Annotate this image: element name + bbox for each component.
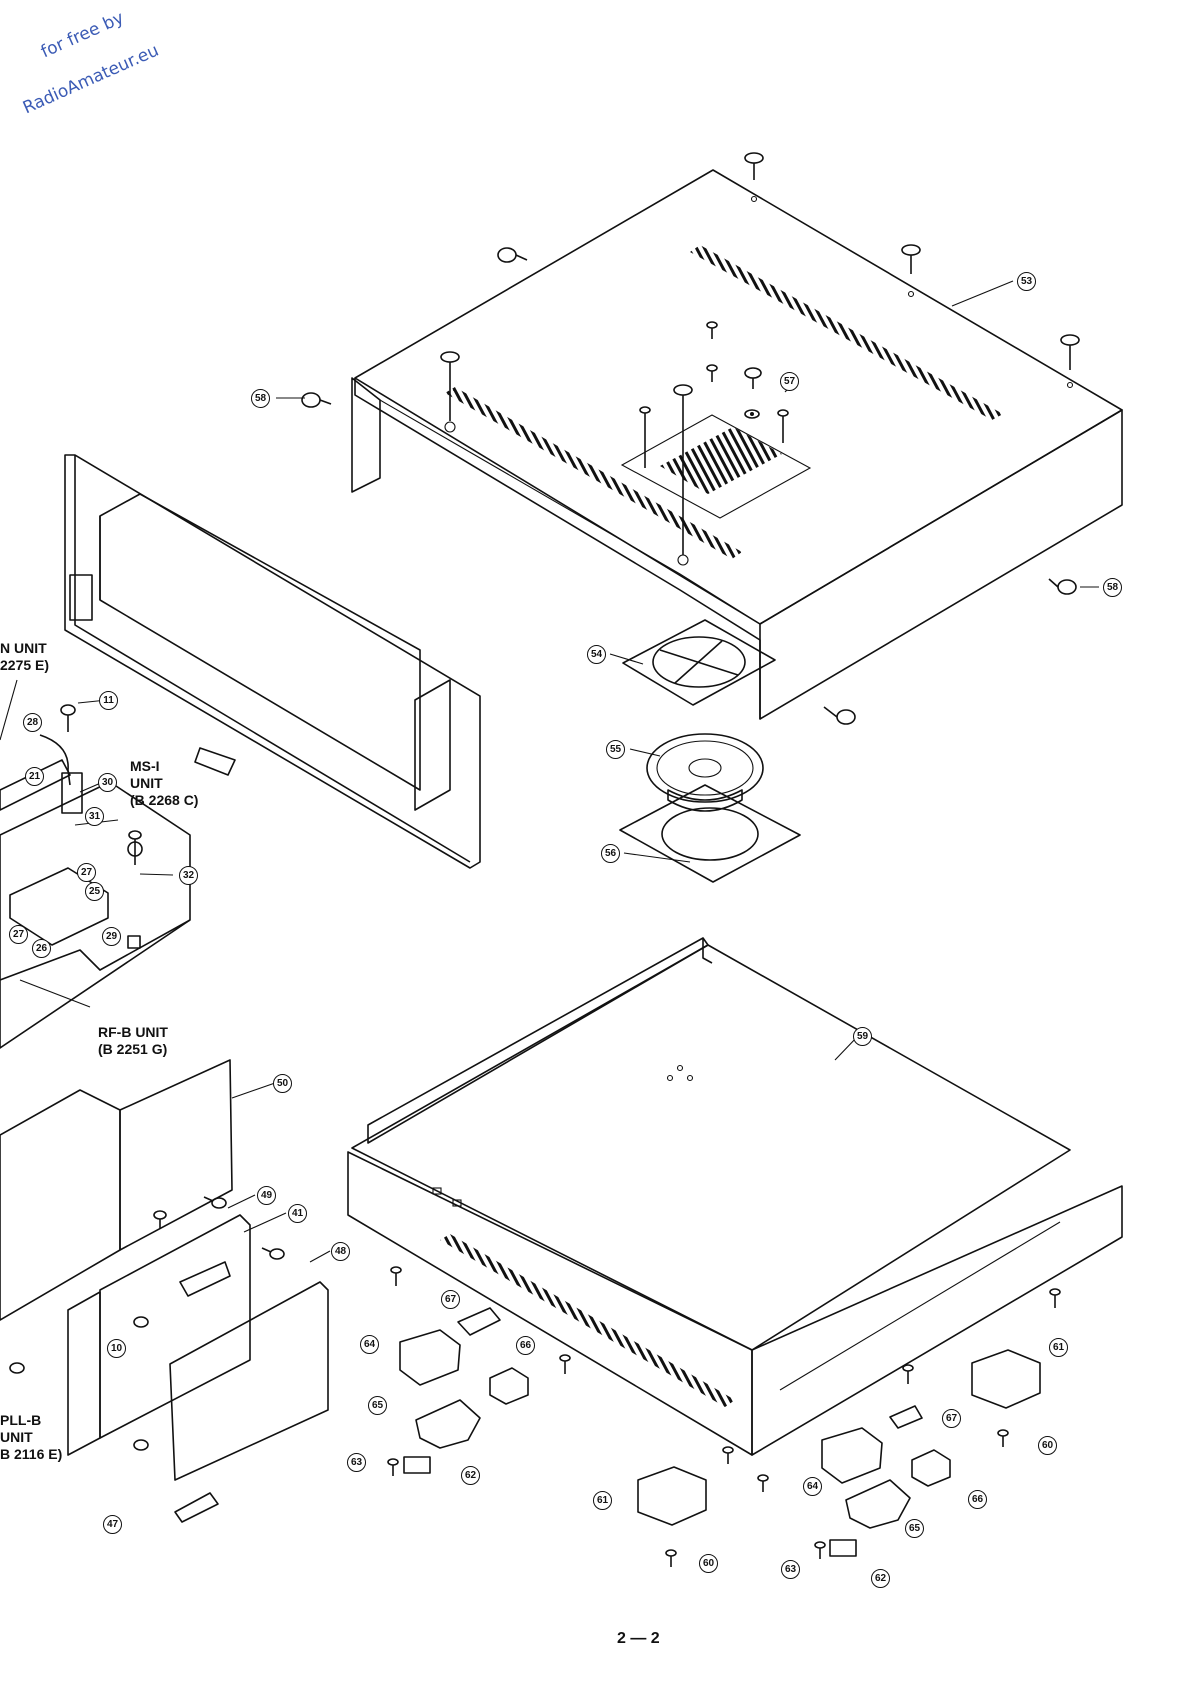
callout-59: 59 bbox=[853, 1027, 872, 1046]
pll-b-line-2: UNIT bbox=[0, 1429, 62, 1446]
callout-25: 25 bbox=[85, 882, 104, 901]
callout-26: 26 bbox=[32, 939, 51, 958]
callout-56: 56 bbox=[601, 844, 620, 863]
callout-62: 62 bbox=[871, 1569, 890, 1588]
ms-i-unit-label: MS-I UNIT (B 2268 C) bbox=[130, 758, 198, 809]
callout-10: 10 bbox=[107, 1339, 126, 1358]
callout-54: 54 bbox=[587, 645, 606, 664]
callout-62: 62 bbox=[461, 1466, 480, 1485]
callout-48: 48 bbox=[331, 1242, 350, 1261]
rf-b-line-1: RF-B UNIT bbox=[98, 1024, 168, 1041]
callout-27: 27 bbox=[77, 863, 96, 882]
callout-60: 60 bbox=[699, 1554, 718, 1573]
callout-61: 61 bbox=[1049, 1338, 1068, 1357]
cover-screws bbox=[302, 153, 1079, 724]
callout-11: 11 bbox=[99, 691, 118, 710]
callout-64: 64 bbox=[360, 1335, 379, 1354]
top-cover bbox=[352, 170, 1122, 719]
callout-66: 66 bbox=[968, 1490, 987, 1509]
callout-63: 63 bbox=[347, 1453, 366, 1472]
callout-21: 21 bbox=[25, 767, 44, 786]
speaker-assembly bbox=[620, 620, 800, 882]
callout-66: 66 bbox=[516, 1336, 535, 1355]
callout-32: 32 bbox=[179, 866, 198, 885]
ms-i-line-1: MS-I bbox=[130, 758, 198, 775]
callout-55: 55 bbox=[606, 740, 625, 759]
pll-b-line-3: B 2116 E) bbox=[0, 1446, 62, 1463]
callout-65: 65 bbox=[368, 1396, 387, 1415]
callout-58: 58 bbox=[251, 389, 270, 408]
callout-27: 27 bbox=[9, 925, 28, 944]
callout-30: 30 bbox=[98, 773, 117, 792]
callout-28: 28 bbox=[23, 713, 42, 732]
callout-50: 50 bbox=[273, 1074, 292, 1093]
callout-64: 64 bbox=[803, 1477, 822, 1496]
ms-i-line-2: UNIT bbox=[130, 775, 198, 792]
callout-58: 58 bbox=[1103, 578, 1122, 597]
rf-b-unit-label: RF-B UNIT (B 2251 G) bbox=[98, 1024, 168, 1058]
callout-47: 47 bbox=[103, 1515, 122, 1534]
rf-b-line-2: (B 2251 G) bbox=[98, 1041, 168, 1058]
callout-65: 65 bbox=[905, 1519, 924, 1538]
ms-i-line-3: (B 2268 C) bbox=[130, 792, 198, 809]
callout-67: 67 bbox=[441, 1290, 460, 1309]
callout-41: 41 bbox=[288, 1204, 307, 1223]
main-unit-label: N UNIT 2275 E) bbox=[0, 640, 49, 674]
callout-49: 49 bbox=[257, 1186, 276, 1205]
bottom-chassis bbox=[348, 938, 1122, 1455]
callout-61: 61 bbox=[593, 1491, 612, 1510]
callout-57: 57 bbox=[780, 372, 799, 391]
callout-53: 53 bbox=[1017, 272, 1036, 291]
callout-29: 29 bbox=[102, 927, 121, 946]
pll-b-line-1: PLL-B bbox=[0, 1412, 62, 1429]
pll-b-unit-label: PLL-B UNIT B 2116 E) bbox=[0, 1412, 62, 1463]
callout-31: 31 bbox=[85, 807, 104, 826]
callout-67: 67 bbox=[942, 1409, 961, 1428]
main-unit-line-2: 2275 E) bbox=[0, 657, 49, 674]
page-number: 2 — 2 bbox=[617, 1630, 660, 1648]
callout-60: 60 bbox=[1038, 1436, 1057, 1455]
callout-63: 63 bbox=[781, 1560, 800, 1579]
main-unit-line-1: N UNIT bbox=[0, 640, 49, 657]
front-panel-chassis bbox=[65, 455, 480, 868]
